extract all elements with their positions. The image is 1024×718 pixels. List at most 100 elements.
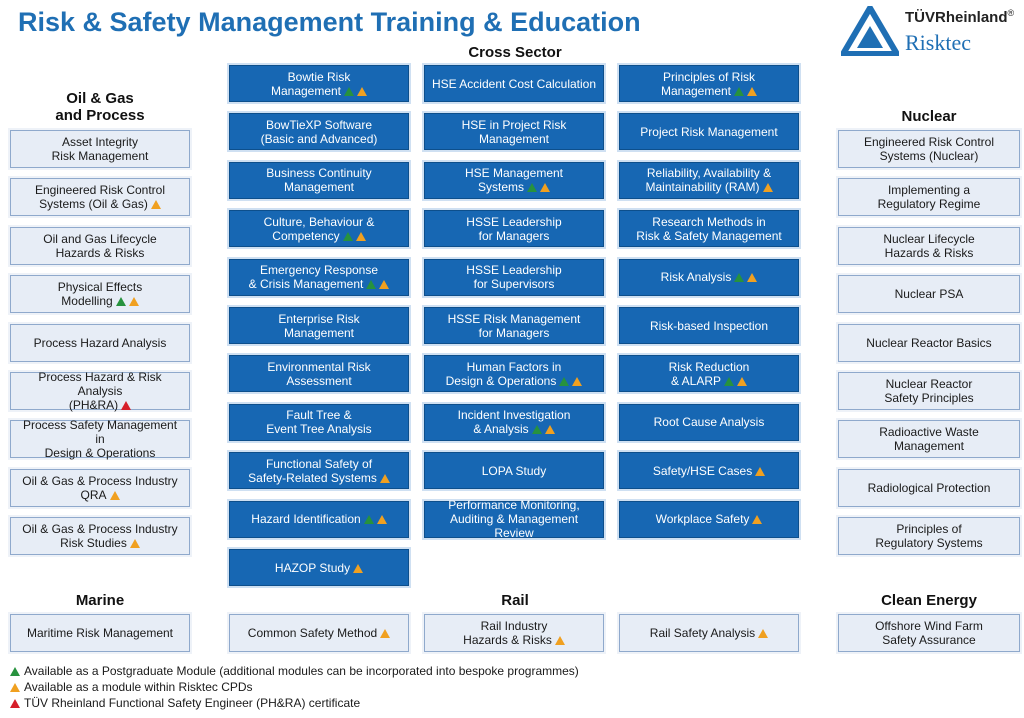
course-label: Nuclear Reactor Safety Principles: [884, 377, 974, 405]
course-principles-of-risk-management: Principles of Risk Management: [619, 65, 799, 102]
course-label: Bowtie Risk Management: [271, 70, 368, 98]
course-nuclear-lifecycle-hazards-risks: Nuclear Lifecycle Hazards & Risks: [838, 226, 1020, 265]
course-process-hazard-analysis: Process Hazard Analysis: [10, 323, 190, 362]
amber-triangle-icon: [357, 86, 368, 96]
course-label: Process Safety Management in Design & Op…: [22, 418, 178, 461]
course-maritime-risk-management: Maritime Risk Management: [10, 614, 190, 652]
course-label: Nuclear PSA: [894, 287, 964, 302]
course-nuclear-reactor-safety-principles: Nuclear Reactor Safety Principles: [838, 372, 1020, 410]
course-hazop-study: HAZOP Study: [229, 549, 409, 586]
legend-item-amber: Available as a module within Risktec CPD…: [10, 680, 253, 694]
course-label: BowTieXP Software (Basic and Advanced): [260, 117, 378, 146]
course-rail-safety-analysis: Rail Safety Analysis: [619, 614, 799, 652]
course-oil-gas-process-industry-qra: Oil & Gas & Process Industry QRA: [10, 468, 190, 507]
course-label: Workplace Safety: [656, 512, 763, 526]
amber-triangle-icon: [353, 563, 364, 573]
green-triangle-icon: [344, 86, 355, 96]
course-label: HSSE Leadership for Supervisors: [466, 263, 562, 292]
heading-rail: Rail: [501, 592, 529, 609]
course-workplace-safety: Workplace Safety: [619, 500, 799, 538]
course-label: HSSE Risk Management for Managers: [447, 311, 581, 340]
course-bowtie-risk-management: Bowtie Risk Management: [229, 65, 409, 102]
course-label: Rail Industry Hazards & Risks: [463, 619, 565, 647]
course-label: HSE Management Systems: [464, 166, 564, 195]
course-safety-hse-cases: Safety/HSE Cases: [619, 452, 799, 490]
legend-item-red: TÜV Rheinland Functional Safety Engineer…: [10, 696, 360, 710]
course-research-methods-in-risk-safety-management: Research Methods in Risk & Safety Manage…: [619, 210, 799, 248]
course-label: HSE Accident Cost Calculation: [431, 76, 597, 91]
course-label: Performance Monitoring, Auditing & Manag…: [448, 498, 580, 541]
course-hazard-identification: Hazard Identification: [229, 500, 409, 538]
logo-name: Risktec: [905, 30, 971, 55]
legend-text: Available as a module within Risktec CPD…: [24, 680, 253, 694]
company-logo: TÜVRheinland® Risktec: [841, 6, 1021, 58]
course-environmental-risk-assessment: Environmental Risk Assessment: [229, 355, 409, 393]
course-human-factors-in-design-operations: Human Factors in Design & Operations: [424, 355, 604, 393]
course-asset-integrity-risk-management: Asset Integrity Risk Management: [10, 130, 190, 168]
triangle-logo-icon: [841, 6, 899, 56]
amber-triangle-icon: [380, 629, 391, 638]
course-process-hazard-risk-analysis-ph-ra: Process Hazard & Risk Analysis (PH&RA): [10, 370, 190, 412]
course-label: Hazard Identification: [251, 512, 387, 526]
course-radioactive-waste-management: Radioactive Waste Management: [838, 420, 1020, 459]
course-label: Risk-based Inspection: [649, 318, 769, 333]
course-label: Nuclear Reactor Basics: [866, 335, 992, 350]
course-enterprise-risk-management: Enterprise Risk Management: [229, 307, 409, 344]
course-label: Oil and Gas Lifecycle Hazards & Risks: [43, 231, 157, 260]
course-label: Principles of Risk Management: [661, 70, 758, 98]
amber-triangle-icon: [747, 86, 758, 96]
course-label: Radiological Protection: [867, 480, 991, 495]
course-hse-management-systems: HSE Management Systems: [424, 161, 604, 199]
course-label: Human Factors in Design & Operations: [446, 360, 583, 388]
red-triangle-icon: [10, 699, 20, 708]
course-rail-industry-hazards-risks: Rail Industry Hazards & Risks: [424, 614, 604, 652]
course-label: Implementing a Regulatory Regime: [877, 183, 981, 212]
course-hsse-leadership-for-managers: HSSE Leadership for Managers: [424, 210, 604, 248]
course-label: Rail Safety Analysis: [650, 626, 769, 640]
course-label: Nuclear Lifecycle Hazards & Risks: [883, 231, 975, 260]
page-title: Risk & Safety Management Training & Educ…: [18, 7, 641, 37]
course-hsse-risk-management-for-managers: HSSE Risk Management for Managers: [424, 307, 604, 344]
green-triangle-icon: [115, 297, 126, 307]
green-triangle-icon: [724, 376, 734, 386]
course-label: Reliability, Availability & Maintainabil…: [645, 166, 773, 195]
course-label: Root Cause Analysis: [653, 415, 765, 430]
course-functional-safety-of-safety-related-systems: Functional Safety of Safety-Related Syst…: [229, 452, 409, 490]
legend-text: Available as a Postgraduate Module (addi…: [24, 664, 579, 678]
course-offshore-wind-farm-safety-assurance: Offshore Wind Farm Safety Assurance: [838, 614, 1020, 652]
course-label: Risk Analysis: [661, 270, 758, 284]
course-engineered-risk-control-systems-oil-gas: Engineered Risk Control Systems (Oil & G…: [10, 178, 190, 217]
amber-triangle-icon: [747, 273, 758, 283]
amber-triangle-icon: [540, 183, 550, 193]
course-engineered-risk-control-systems-nuclear: Engineered Risk Control Systems (Nuclear…: [838, 130, 1020, 168]
course-hse-in-project-risk-management: HSE in Project Risk Management: [424, 113, 604, 151]
green-triangle-icon: [531, 425, 542, 435]
course-label: Process Hazard & Risk Analysis (PH&RA): [38, 370, 162, 412]
course-process-safety-management-in-design-operations: Process Safety Management in Design & Op…: [10, 418, 190, 461]
course-label: Enterprise Risk Management: [278, 311, 360, 340]
course-label: Safety/HSE Cases: [653, 464, 766, 478]
course-label: HSSE Leadership for Managers: [466, 214, 562, 243]
course-label: Offshore Wind Farm Safety Assurance: [875, 619, 983, 647]
red-triangle-icon: [121, 401, 132, 410]
amber-triangle-icon: [129, 539, 140, 549]
course-performance-monitoring-auditing-management-review: Performance Monitoring, Auditing & Manag…: [424, 498, 604, 541]
green-triangle-icon: [734, 273, 745, 283]
course-lopa-study: LOPA Study: [424, 452, 604, 490]
course-label: Research Methods in Risk & Safety Manage…: [636, 214, 782, 243]
course-label: Business Continuity Management: [266, 166, 372, 195]
course-label: Culture, Behaviour & Competency: [263, 214, 375, 243]
course-label: Fault Tree & Event Tree Analysis: [266, 408, 372, 437]
course-business-continuity-management: Business Continuity Management: [229, 161, 409, 199]
course-root-cause-analysis: Root Cause Analysis: [619, 403, 799, 441]
amber-triangle-icon: [755, 466, 766, 476]
course-reliability-availability-maintainability-ram: Reliability, Availability & Maintainabil…: [619, 161, 799, 199]
course-label: LOPA Study: [481, 463, 547, 478]
amber-triangle-icon: [758, 629, 769, 638]
course-label: Risk Reduction & ALARP: [668, 359, 750, 388]
legend-text: TÜV Rheinland Functional Safety Engineer…: [24, 696, 361, 710]
course-principles-of-regulatory-systems: Principles of Regulatory Systems: [838, 517, 1020, 556]
amber-triangle-icon: [128, 297, 139, 307]
amber-triangle-icon: [379, 280, 390, 290]
course-bowtiexp-software-basic-and-advanced: BowTieXP Software (Basic and Advanced): [229, 113, 409, 151]
